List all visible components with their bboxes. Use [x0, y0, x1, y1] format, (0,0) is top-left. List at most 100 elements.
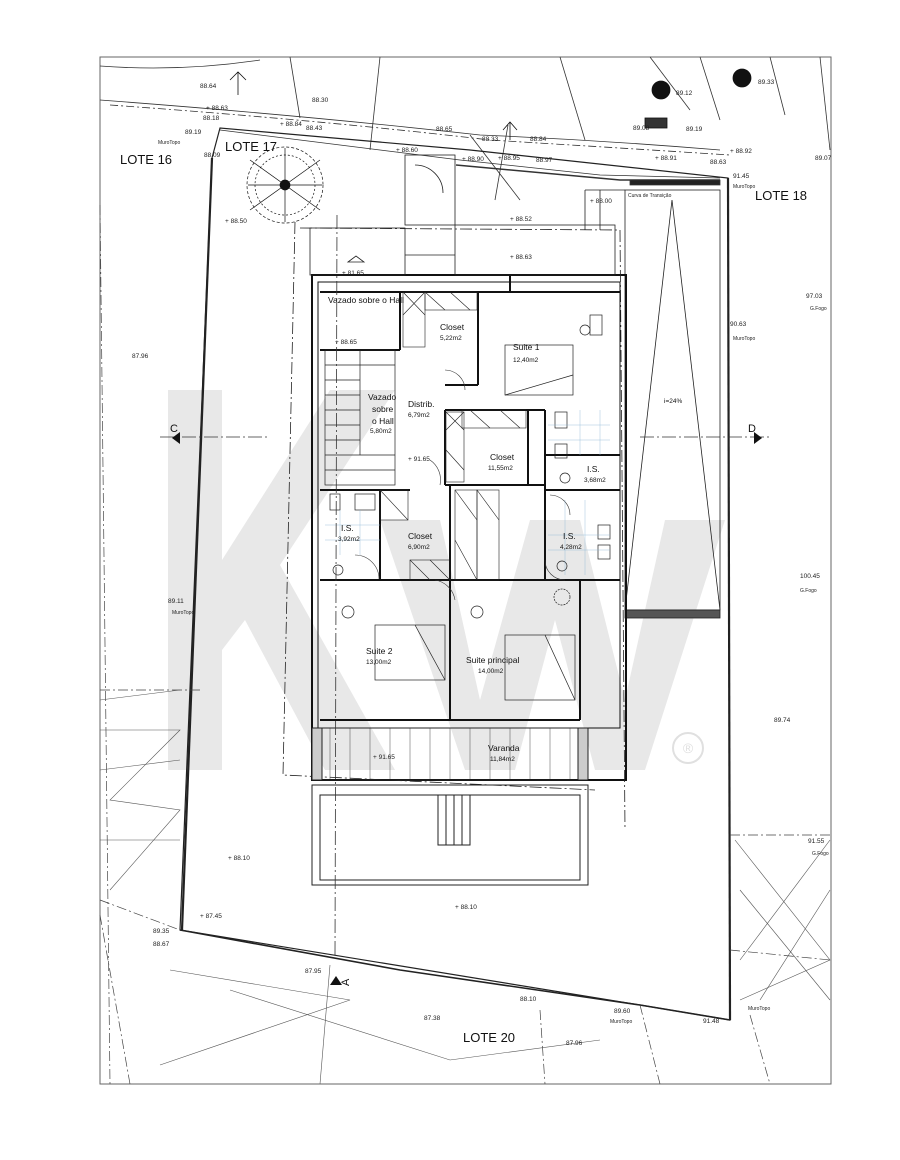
- g-fogo-label: G.Fogo: [810, 306, 827, 312]
- vazado-line1: Vazado: [368, 392, 396, 402]
- lote-17-label: LOTE 17: [225, 139, 277, 154]
- suite-1-label: Suite 1: [513, 342, 540, 352]
- level-marker: + 88.90: [462, 156, 484, 163]
- spot-height: 88.30: [312, 97, 329, 104]
- spot-height: 88.65: [436, 126, 453, 133]
- spot-height: 87.38: [424, 1015, 441, 1022]
- g-fogo-label: G.Fogo: [800, 588, 817, 594]
- lote-16-label: LOTE 16: [120, 152, 172, 167]
- bath-tiles: [325, 410, 610, 575]
- section-markers: [172, 432, 762, 985]
- muro-topo-label: MuroTopo: [733, 184, 755, 190]
- level-marker: + 88.10: [455, 904, 477, 911]
- level-marker: + 88.00: [590, 198, 612, 205]
- registered-mark: ®: [683, 740, 694, 756]
- section-d-label: D: [748, 423, 756, 435]
- level-markers: + 88.63 + 88.84 + 88.60 + 88.90 + 88.95 …: [200, 105, 752, 920]
- neighbour-lines: [99, 204, 831, 1085]
- neighbour-hatch: [99, 689, 831, 1085]
- annotation-labels: MuroTopo MuroTopo MuroTopo G.Fogo G.Fogo…: [158, 140, 829, 1025]
- spot-height: 88.18: [203, 115, 220, 122]
- section-c-label: C: [170, 423, 178, 435]
- muro-topo-label: MuroTopo: [748, 1006, 770, 1012]
- spot-height: 88.63: [710, 159, 727, 166]
- lote-18-label: LOTE 18: [755, 188, 807, 203]
- level-marker: + 88.84: [280, 121, 302, 128]
- closet-3-label: Closet: [408, 531, 433, 541]
- suite-principal-area: 14,00m2: [478, 668, 504, 675]
- level-marker: + 91.65: [408, 456, 430, 463]
- is-2-label: I.S.: [341, 523, 354, 533]
- level-marker: + 88.52: [510, 216, 532, 223]
- suite-2-area: 13,00m2: [366, 659, 392, 666]
- level-marker: + 88.63: [206, 105, 228, 112]
- level-marker: + 81.65: [342, 270, 364, 277]
- muro-topo-label: MuroTopo: [158, 140, 180, 146]
- spot-height: 90.63: [730, 321, 747, 328]
- spot-height: 100.45: [800, 573, 820, 580]
- closet-3-area: 6,90m2: [408, 544, 430, 551]
- spot-height: 88.33: [482, 136, 499, 143]
- suite-principal-label: Suite principal: [466, 655, 520, 665]
- slope-label: i=24%: [664, 398, 682, 405]
- muro-topo-label: MuroTopo: [733, 336, 755, 342]
- spot-height: 88.84: [530, 136, 547, 143]
- spot-height: 87.96: [566, 1040, 583, 1047]
- spot-height: 89.19: [185, 129, 202, 136]
- kw-watermark: ®: [168, 390, 725, 770]
- muro-topo-label: MuroTopo: [172, 610, 194, 616]
- level-marker: + 88.92: [730, 148, 752, 155]
- spot-heights: 88.30 88.18 89.19 88.09 88.43 88.64 88.6…: [132, 79, 832, 1047]
- closet-2-area: 11,55m2: [488, 465, 513, 472]
- closet-1-area: 5,22m2: [440, 335, 462, 342]
- lote-20-label: LOTE 20: [463, 1030, 515, 1045]
- spot-height: 89.19: [686, 126, 703, 133]
- drawing-frame: [99, 56, 832, 1085]
- level-marker: + 88.50: [225, 218, 247, 225]
- closet-cabinets: [379, 291, 527, 581]
- level-marker: + 88.95: [498, 155, 520, 162]
- suite-2-label: Suite 2: [366, 646, 393, 656]
- tree-symbol: [246, 146, 324, 224]
- spot-height: 88.97: [536, 157, 553, 164]
- muro-topo-label: MuroTopo: [610, 1019, 632, 1025]
- spot-height: 89.35: [153, 928, 170, 935]
- distrib-area: 6,79m2: [408, 412, 430, 419]
- vazado-hall-label: Vazado sobre o Hall: [328, 295, 404, 305]
- spot-height: 89.07: [815, 155, 832, 162]
- closet-2-label: Closet: [490, 452, 515, 462]
- section-a-label: A: [340, 978, 352, 986]
- spot-height: 87.96: [132, 353, 149, 360]
- balcony: [311, 727, 589, 781]
- spot-height: 89.08: [633, 125, 650, 132]
- level-marker: + 91.65: [373, 754, 395, 761]
- north-arrows: [229, 68, 752, 140]
- spot-height: 97.03: [806, 293, 823, 300]
- varanda-area: 11,84m2: [490, 756, 515, 763]
- entrance-area: [309, 154, 616, 276]
- spot-height: 88.43: [306, 125, 323, 132]
- is-1-label: I.S.: [587, 464, 600, 474]
- doors: [354, 369, 571, 601]
- level-marker: + 88.10: [228, 855, 250, 862]
- spot-height: 91.55: [808, 838, 825, 845]
- level-marker: + 88.60: [396, 147, 418, 154]
- vazado-line2: sobre: [372, 404, 394, 414]
- spot-height: 87.95: [305, 968, 322, 975]
- spot-height: 91.45: [733, 173, 750, 180]
- spot-height: 89.12: [676, 90, 693, 97]
- distrib-label: Distrib.: [408, 399, 434, 409]
- spot-height: 88.64: [200, 83, 217, 90]
- spot-height: 88.09: [204, 152, 221, 159]
- spot-height: 88.10: [520, 996, 537, 1003]
- furniture: [329, 314, 611, 701]
- suite-1-area: 12,40m2: [513, 357, 539, 364]
- vazado-line3: o Hall: [372, 416, 394, 426]
- level-marker: + 87.45: [200, 913, 222, 920]
- spot-height: 89.33: [758, 79, 775, 86]
- is-2-area: 3,92m2: [338, 536, 360, 543]
- spot-height: 89.11: [168, 598, 184, 605]
- curva-label: Curva de Transição: [628, 193, 672, 199]
- spot-height: 89.60: [614, 1008, 631, 1015]
